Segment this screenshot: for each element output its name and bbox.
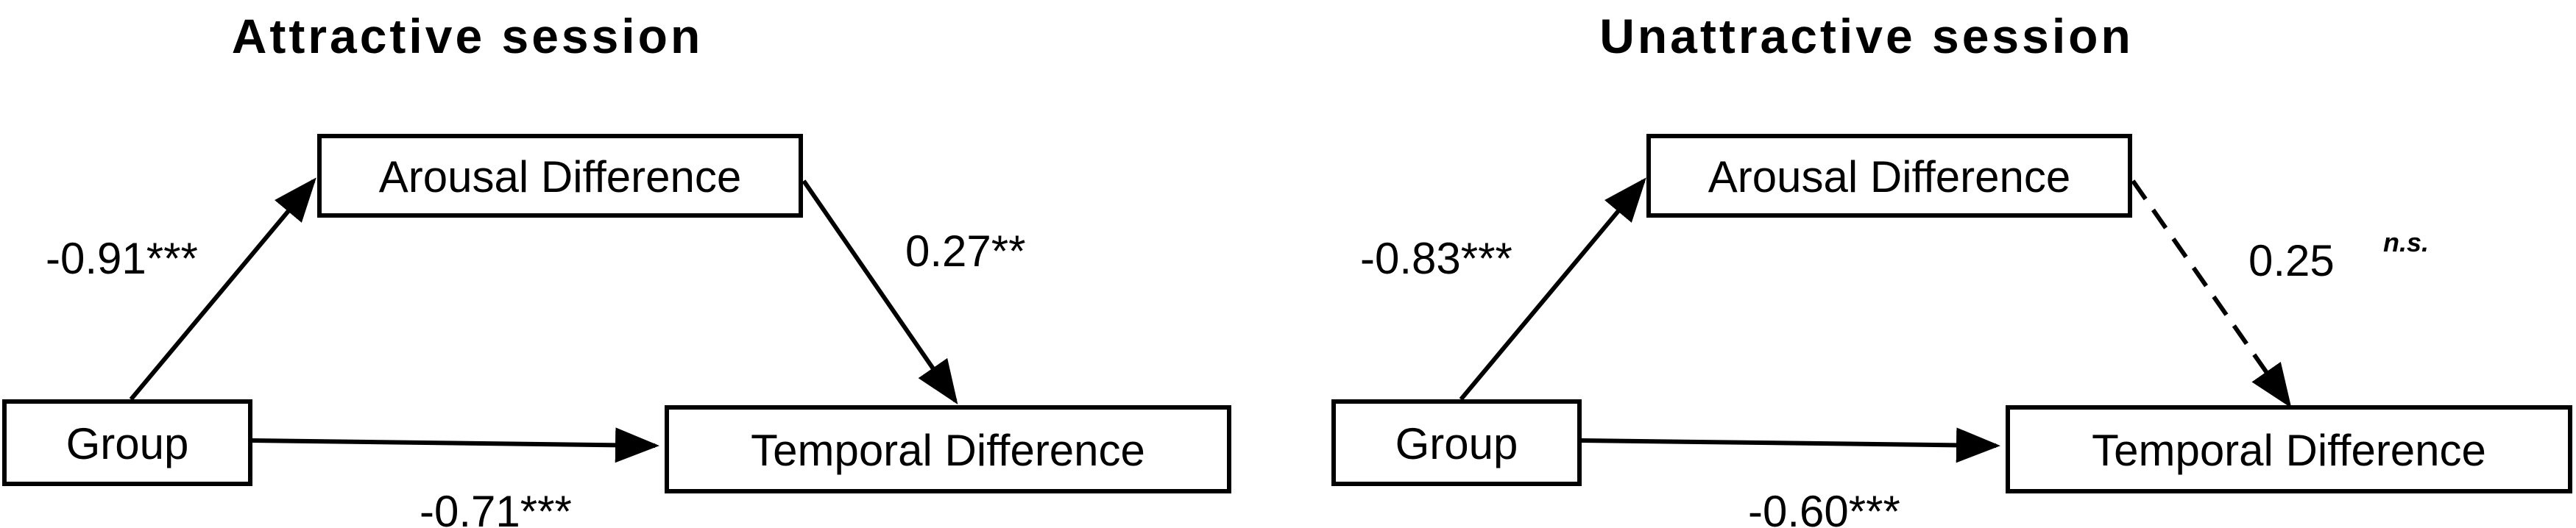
node-outcome: Temporal Difference: [665, 405, 1231, 493]
node-outcome-label: Temporal Difference: [751, 426, 1145, 475]
node-group-box: [1331, 399, 1582, 486]
node-group: Group: [2, 399, 252, 486]
node-outcome-label: Temporal Difference: [2092, 426, 2486, 475]
coef-path-b-note: n.s.: [2383, 227, 2429, 257]
panel-attractive: Attractive session Group Arousal Differe…: [2, 9, 1231, 528]
node-mediator: Arousal Difference: [317, 134, 803, 218]
coef-path-a: -0.83***: [1360, 234, 1512, 283]
coef-path-c: -0.60***: [1748, 487, 1900, 528]
coef-path-c: -0.71***: [420, 487, 572, 528]
path-c-arrow: [251, 427, 659, 463]
path-c-arrow: [1580, 427, 2000, 463]
node-mediator-box: [1646, 134, 2132, 218]
node-outcome-box: [665, 405, 1231, 493]
node-group-label: Group: [1395, 419, 1518, 468]
node-group: Group: [1331, 399, 1582, 486]
coef-path-b: 0.25: [2248, 236, 2335, 285]
path-b-dashed-arrow: [2131, 179, 2292, 408]
node-mediator-box: [317, 134, 803, 218]
node-outcome-box: [2006, 405, 2572, 493]
path-a-arrow: [1459, 177, 1646, 401]
node-mediator: Arousal Difference: [1646, 134, 2132, 218]
path-a-arrow: [129, 177, 316, 401]
node-outcome: Temporal Difference: [2006, 405, 2572, 493]
node-group-label: Group: [66, 419, 189, 468]
node-group-box: [2, 399, 252, 486]
node-mediator-label: Arousal Difference: [379, 152, 741, 201]
panel-unattractive: Unattractive session Group Arousal Diffe…: [1331, 9, 2572, 528]
coef-path-b: 0.27**: [905, 226, 1025, 276]
panel-title: Unattractive session: [1599, 9, 2134, 63]
panel-title: Attractive session: [232, 9, 704, 63]
node-mediator-label: Arousal Difference: [1708, 152, 2070, 201]
coef-path-a: -0.91***: [46, 234, 198, 283]
path-b-arrow: [802, 179, 958, 404]
